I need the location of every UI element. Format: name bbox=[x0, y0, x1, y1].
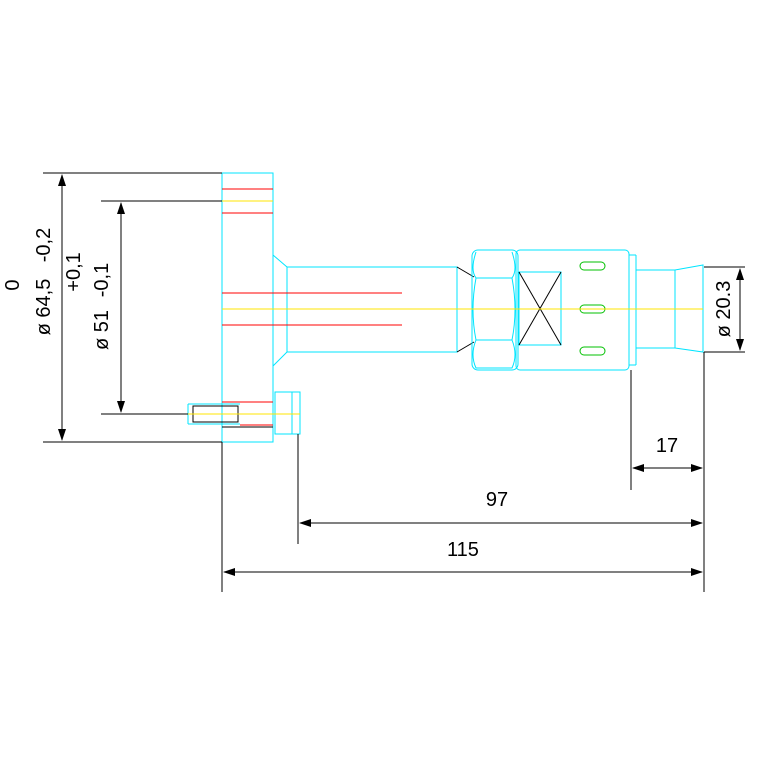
dimension-length-97: 97 bbox=[299, 489, 703, 527]
dimension-end-diameter: ø 20.3 bbox=[713, 268, 744, 351]
outer-tol-lower: -0,2 bbox=[33, 228, 55, 262]
pitch-tol-lower: -0,1 bbox=[91, 263, 113, 297]
dimension-length-115: 115 bbox=[223, 539, 703, 576]
outer-diameter-label: ø 64,5 bbox=[33, 279, 55, 336]
mounting-stud bbox=[274, 391, 301, 435]
length-115-label: 115 bbox=[447, 539, 479, 561]
vent-slot bbox=[579, 261, 606, 271]
dimension-length-17: 17 bbox=[632, 435, 703, 472]
thread-lines bbox=[222, 188, 402, 426]
pitch-tol-upper: +0,1 bbox=[63, 252, 85, 291]
dimension-pitch-diameter: ø 51 +0,1 -0,1 bbox=[63, 202, 125, 413]
sensor-housing bbox=[515, 249, 637, 371]
dimension-outer-diameter: ø 64,5 0 -0,2 bbox=[2, 174, 66, 441]
vent-slot bbox=[579, 346, 606, 356]
outer-tol-upper: 0 bbox=[2, 279, 24, 290]
extension-lines bbox=[43, 172, 745, 592]
length-17-label: 17 bbox=[656, 435, 678, 457]
hex-nut bbox=[471, 249, 519, 371]
center-lines bbox=[188, 200, 703, 415]
length-97-label: 97 bbox=[486, 489, 508, 511]
pitch-diameter-label: ø 51 bbox=[91, 310, 113, 350]
end-diameter-label: ø 20.3 bbox=[713, 281, 735, 338]
